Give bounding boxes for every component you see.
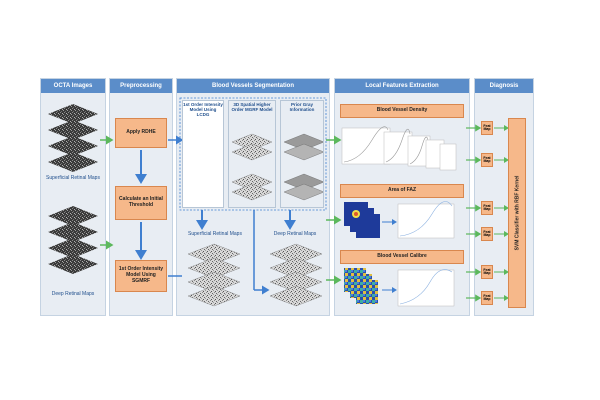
seg-superficial-label: Superficial Retinal Maps [188, 231, 242, 237]
initial-threshold-box: Calculate an Initial Threshold [115, 186, 167, 220]
prior-gray-label: Prior Gray Information [289, 102, 315, 112]
density-plots [341, 126, 457, 171]
octa-superficial-label: Superficial Retinal Maps [46, 175, 100, 181]
feature-box-2: Feat Map [481, 153, 493, 167]
diagnosis-column-header: Diagnosis [475, 79, 533, 93]
octa-deep-label: Deep Retinal Maps [51, 291, 95, 297]
lcdg-model-box: 1st Order Intensity Model Using LCDG [182, 100, 224, 208]
feature-box-1: Feat Map [481, 121, 493, 135]
feature-box-4: Feat Map [481, 227, 493, 241]
calibre-maps [344, 268, 455, 307]
mgrf-model-label: 3D Spatial Higher Order MGRF Model [231, 102, 273, 112]
apply-rdhe-box: Apply RDHE [115, 118, 167, 148]
segmentation-column-header: Blood Vessels Segmentation [177, 79, 329, 93]
vessel-density-box: Blood Vessel Density [340, 104, 464, 118]
svm-classifier-box: SVM Classifier with RBF Kernel [508, 118, 526, 308]
mgrf-stacks [231, 133, 273, 201]
prior-gray-stacks [283, 133, 325, 201]
feature-box-5: Feat Map [481, 265, 493, 279]
feature-box-3: Feat Map [481, 201, 493, 215]
octa-deep-stack [48, 206, 98, 274]
lcdg-model-label: 1st Order Intensity Model Using LCDG [183, 102, 223, 117]
prior-gray-box: Prior Gray Information [280, 100, 324, 208]
faz-area-box: Area of FAZ [340, 184, 464, 198]
vessel-calibre-box: Blood Vessel Calibre [340, 250, 464, 264]
octa-column-header: OCTA Images [41, 79, 105, 93]
seg-deep-label: Deep Retinal Maps [273, 231, 317, 237]
svm-classifier-label: SVM Classifier with RBF Kernel [514, 175, 520, 251]
mgrf-model-box: 3D Spatial Higher Order MGRF Model [228, 100, 276, 208]
sgmrf-box: 1st Order Intensity Model Using SGMRF [115, 260, 167, 292]
feature-box-6: Feat Map [481, 291, 493, 305]
superficial-segmented-stack [187, 243, 241, 307]
preprocessing-column-header: Preprocessing [110, 79, 172, 93]
features-column-header: Local Features Extraction [335, 79, 469, 93]
faz-maps [344, 201, 455, 239]
octa-superficial-stack [48, 104, 98, 172]
deep-segmented-stack [269, 243, 323, 307]
